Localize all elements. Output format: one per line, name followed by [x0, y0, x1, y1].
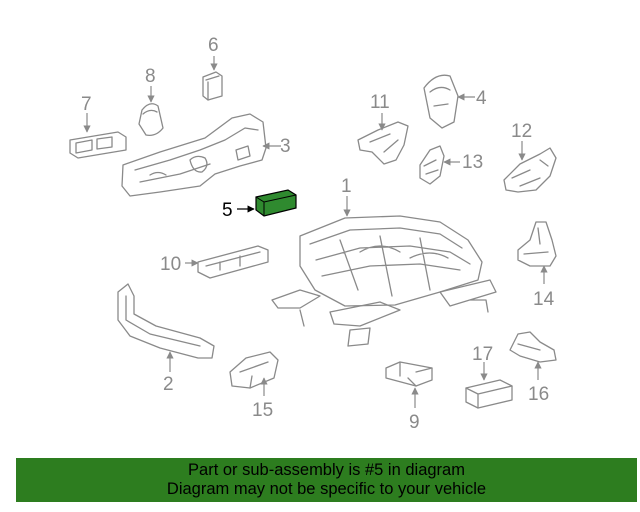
callout-10: 10 [160, 254, 181, 275]
callout-9: 9 [409, 412, 420, 433]
part-13-bracket [419, 145, 460, 185]
part-11-bracket [357, 113, 409, 165]
banner-line-2: Diagram may not be specific to your vehi… [166, 480, 487, 498]
part-14-bracket [517, 221, 557, 284]
callout-2: 2 [163, 374, 174, 395]
callout-17: 17 [472, 344, 493, 365]
part-8-knob [138, 86, 164, 136]
part-1-seat-frame [271, 196, 497, 347]
callout-3: 3 [280, 136, 291, 157]
callout-1: 1 [341, 176, 352, 197]
callout-11: 11 [370, 92, 390, 113]
callout-5: 5 [222, 200, 233, 221]
part-17-module [465, 362, 513, 409]
part-7-switch [69, 113, 127, 159]
callout-6: 6 [208, 35, 219, 56]
banner-line-1: Part or sub-assembly is #5 in diagram [188, 461, 465, 479]
part-5-highlighted [237, 189, 297, 217]
parts-diagram: 6 8 7 3 5 4 11 12 13 1 10 14 2 15 9 17 1… [69, 35, 557, 433]
callout-12: 12 [511, 121, 532, 142]
part-2-trim [117, 283, 215, 372]
part-16-bracket [509, 331, 557, 380]
info-banner: Part or sub-assembly is #5 in diagram Di… [16, 458, 637, 502]
part-15-cover [229, 351, 279, 396]
callout-16: 16 [528, 384, 549, 405]
part-12-bracket [503, 141, 557, 193]
callout-7: 7 [81, 94, 92, 115]
callout-13: 13 [462, 152, 483, 173]
part-9-connector [385, 361, 433, 408]
callout-4: 4 [476, 88, 487, 109]
callout-15: 15 [252, 400, 273, 421]
callout-8: 8 [145, 66, 156, 87]
part-3-side-shield [121, 113, 281, 197]
callout-14: 14 [533, 289, 555, 310]
part-10-rail-cover [185, 245, 269, 279]
part-6-clip [202, 56, 223, 101]
part-4-cover [423, 74, 475, 129]
